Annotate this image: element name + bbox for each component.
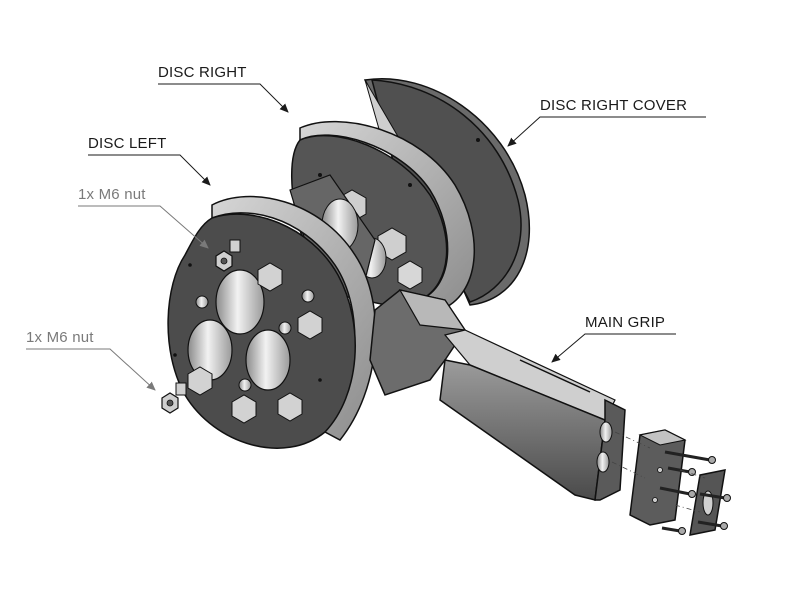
label-main-grip: MAIN GRIP	[585, 314, 666, 331]
m6-nut-upper	[215, 250, 233, 272]
leader-disc-right	[158, 83, 289, 113]
leader-lines	[26, 83, 706, 391]
label-disc-left: DISC LEFT	[88, 135, 167, 152]
grip-end-cap	[629, 429, 687, 526]
label-nut-upper: 1x M6 nut	[78, 186, 146, 203]
leader-nut-upper	[78, 205, 209, 249]
leader-main-grip	[551, 333, 676, 363]
leader-nut-lower	[26, 348, 156, 391]
screw-set	[659, 450, 731, 535]
m6-nut-lower	[161, 392, 179, 414]
assembly-centerlines	[611, 431, 706, 513]
leader-disc-right-cover	[507, 116, 706, 147]
main-grip	[369, 289, 626, 501]
label-disc-right: DISC RIGHT	[158, 64, 247, 81]
label-disc-right-cover: DISC RIGHT COVER	[540, 97, 688, 114]
label-nut-lower: 1x M6 nut	[26, 329, 94, 346]
leader-disc-left	[88, 154, 211, 186]
disc-left	[167, 195, 377, 449]
